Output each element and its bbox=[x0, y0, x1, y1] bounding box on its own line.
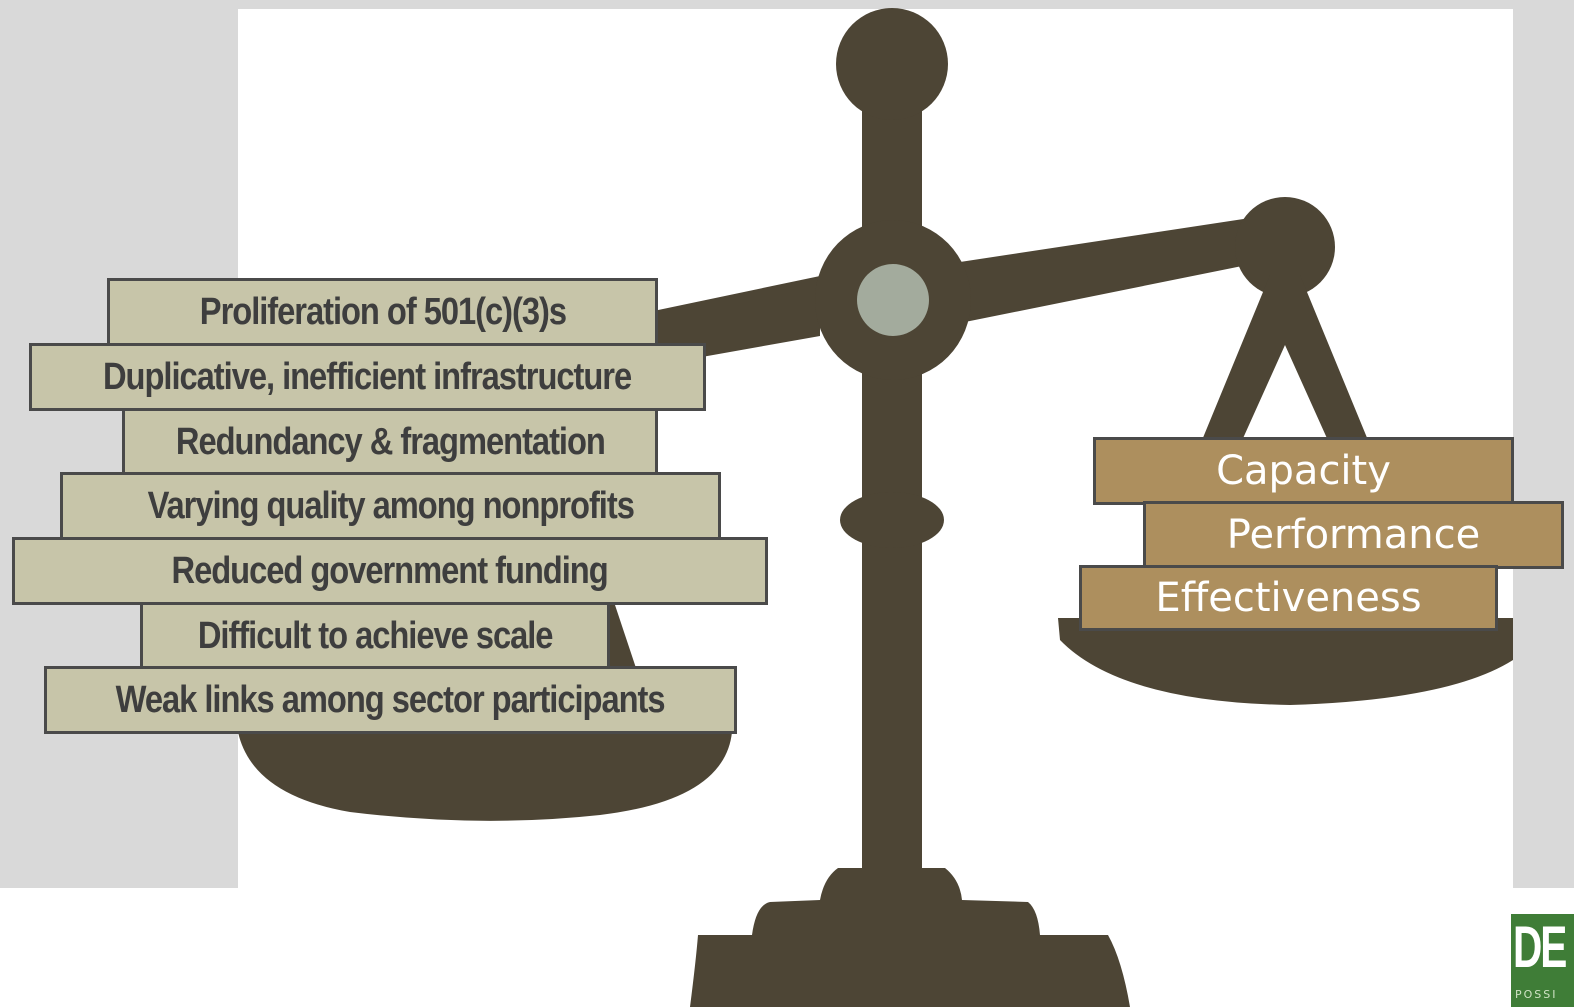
right-pan bbox=[1058, 618, 1513, 705]
left-label-5: Reduced government funding bbox=[12, 537, 768, 605]
left-label-3: Redundancy & fragmentation bbox=[122, 408, 658, 476]
logo-letters: DE bbox=[1513, 915, 1567, 980]
left-label-1: Proliferation of 501(c)(3)s bbox=[107, 278, 658, 346]
right-label-performance: Performance bbox=[1143, 501, 1564, 569]
left-label-4: Varying quality among nonprofits bbox=[60, 472, 721, 540]
left-label-2: Duplicative, inefficient infrastructure bbox=[29, 343, 706, 411]
right-label-effectiveness: Effectiveness bbox=[1079, 565, 1498, 631]
background-panel-top bbox=[0, 0, 1574, 9]
pivot-center bbox=[857, 264, 929, 336]
brand-logo: DE POSSI bbox=[1511, 914, 1574, 1007]
scale-base bbox=[690, 500, 1130, 1007]
scale-beam bbox=[620, 197, 1370, 445]
right-label-capacity: Capacity bbox=[1093, 437, 1514, 505]
logo-subtext: POSSI bbox=[1515, 988, 1558, 1001]
left-label-7: Weak links among sector participants bbox=[44, 666, 737, 734]
left-label-6: Difficult to achieve scale bbox=[140, 602, 610, 670]
background-panel-right bbox=[1513, 0, 1574, 888]
